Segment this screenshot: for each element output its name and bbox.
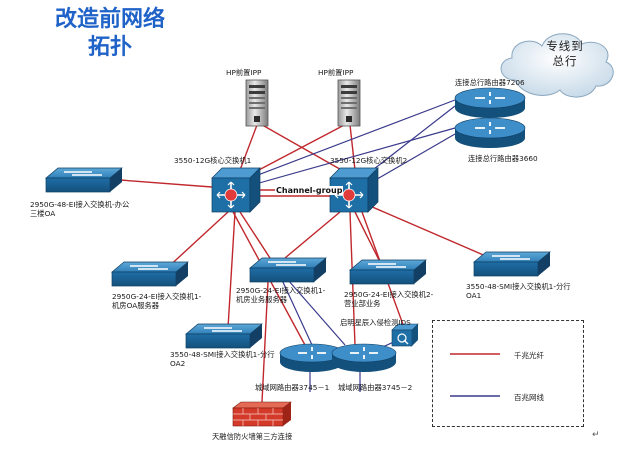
switch-office-label: 2950G-48-EI接入交换机-办公三楼OA xyxy=(30,200,130,218)
switch-center-label: 2950G-24-EI接入交换机1-机房业务服务器 xyxy=(236,286,326,304)
link-core1-r7206 xyxy=(249,99,456,179)
server-tower-icon xyxy=(245,79,269,127)
text-cursor-icon: ↵ xyxy=(592,430,600,440)
cloud-label: 专线到 总行 xyxy=(520,39,610,69)
cloud-label-line-2: 总行 xyxy=(552,54,578,68)
multilayer-switch-icon xyxy=(211,167,261,213)
title-line-2: 拓扑 xyxy=(87,35,132,60)
link-center-fw xyxy=(261,281,269,403)
cloud-icon xyxy=(500,33,614,98)
workgroup-switch-icon xyxy=(473,251,551,277)
link-core1-3550a2 xyxy=(227,211,236,329)
fast-links xyxy=(249,99,456,392)
switch-room-label: 2950G-24-EI接入交换机1-机房OA服务器 xyxy=(112,292,202,310)
router-icon xyxy=(331,343,397,372)
legend-box xyxy=(432,320,584,427)
link-center-r3745b xyxy=(287,279,346,346)
server-2-label: HP前置IPP xyxy=(318,68,354,77)
switch-3550-a2-label: 3550-48-SMI接入交换机1-分行OA2 xyxy=(170,350,275,368)
legend-fast-label: 百兆网线 xyxy=(514,393,544,402)
multilayer-switch-icon xyxy=(329,167,379,213)
link-core1-room xyxy=(164,211,229,271)
router-icon xyxy=(454,87,526,118)
router-icon xyxy=(454,117,526,148)
workgroup-switch-icon xyxy=(249,257,327,283)
link-srv2-core1 xyxy=(254,121,351,173)
link-srv2-core2 xyxy=(349,124,356,171)
workgroup-switch-icon xyxy=(349,259,427,285)
ids-label: 启明星辰入侵检测IDS xyxy=(340,318,411,327)
server-1-label: HP前置IPP xyxy=(226,68,262,77)
workgroup-switch-icon xyxy=(45,167,123,193)
link-core1-center xyxy=(239,211,271,259)
link-srv1-core1 xyxy=(239,124,258,171)
switch-floor2-label: 2950G-24-EI接入交换机2-营业部业务 xyxy=(344,290,434,308)
link-center-r3745a xyxy=(281,279,313,346)
link-core1-office xyxy=(119,179,226,189)
firewall-icon xyxy=(232,401,292,427)
workgroup-switch-icon xyxy=(111,261,189,287)
title-line-1: 改造前网络 xyxy=(54,7,165,32)
link-core2-floor2 xyxy=(354,211,381,263)
switch-3550-a1-label: 3550-48-SMI接入交换机1-分行OA1 xyxy=(466,282,571,300)
router-7206-label: 连接总行路由器7206 xyxy=(455,78,525,87)
firewall-label: 天融信防火墙第三方连接 xyxy=(212,432,293,441)
legend-gigabit-label: 千兆光纤 xyxy=(514,351,544,360)
channel-group-label: Channel-group xyxy=(275,186,344,195)
workgroup-switch-icon xyxy=(185,323,263,349)
router-3745-2-label: 城域网路由器3745－2 xyxy=(338,383,413,392)
link-core2-center xyxy=(284,211,341,259)
diagram-title: 改造前网络 拓扑 xyxy=(40,6,180,62)
router-3660-label: 连接总行路由器3660 xyxy=(468,154,538,163)
ids-sensor-icon xyxy=(391,323,419,347)
link-core2-r3660 xyxy=(371,133,456,183)
router-3745-1-label: 城域网路由器3745－1 xyxy=(255,383,330,392)
cloud-label-line-1: 专线到 xyxy=(546,39,584,53)
core-switch-2-label: 3550-12G核心交换机2 xyxy=(330,156,408,165)
link-core2-3550a1 xyxy=(369,205,496,261)
link-core1-r3660 xyxy=(251,127,456,186)
server-tower-icon xyxy=(337,79,361,127)
core-switch-1-label: 3550-12G核心交换机1 xyxy=(174,156,252,165)
